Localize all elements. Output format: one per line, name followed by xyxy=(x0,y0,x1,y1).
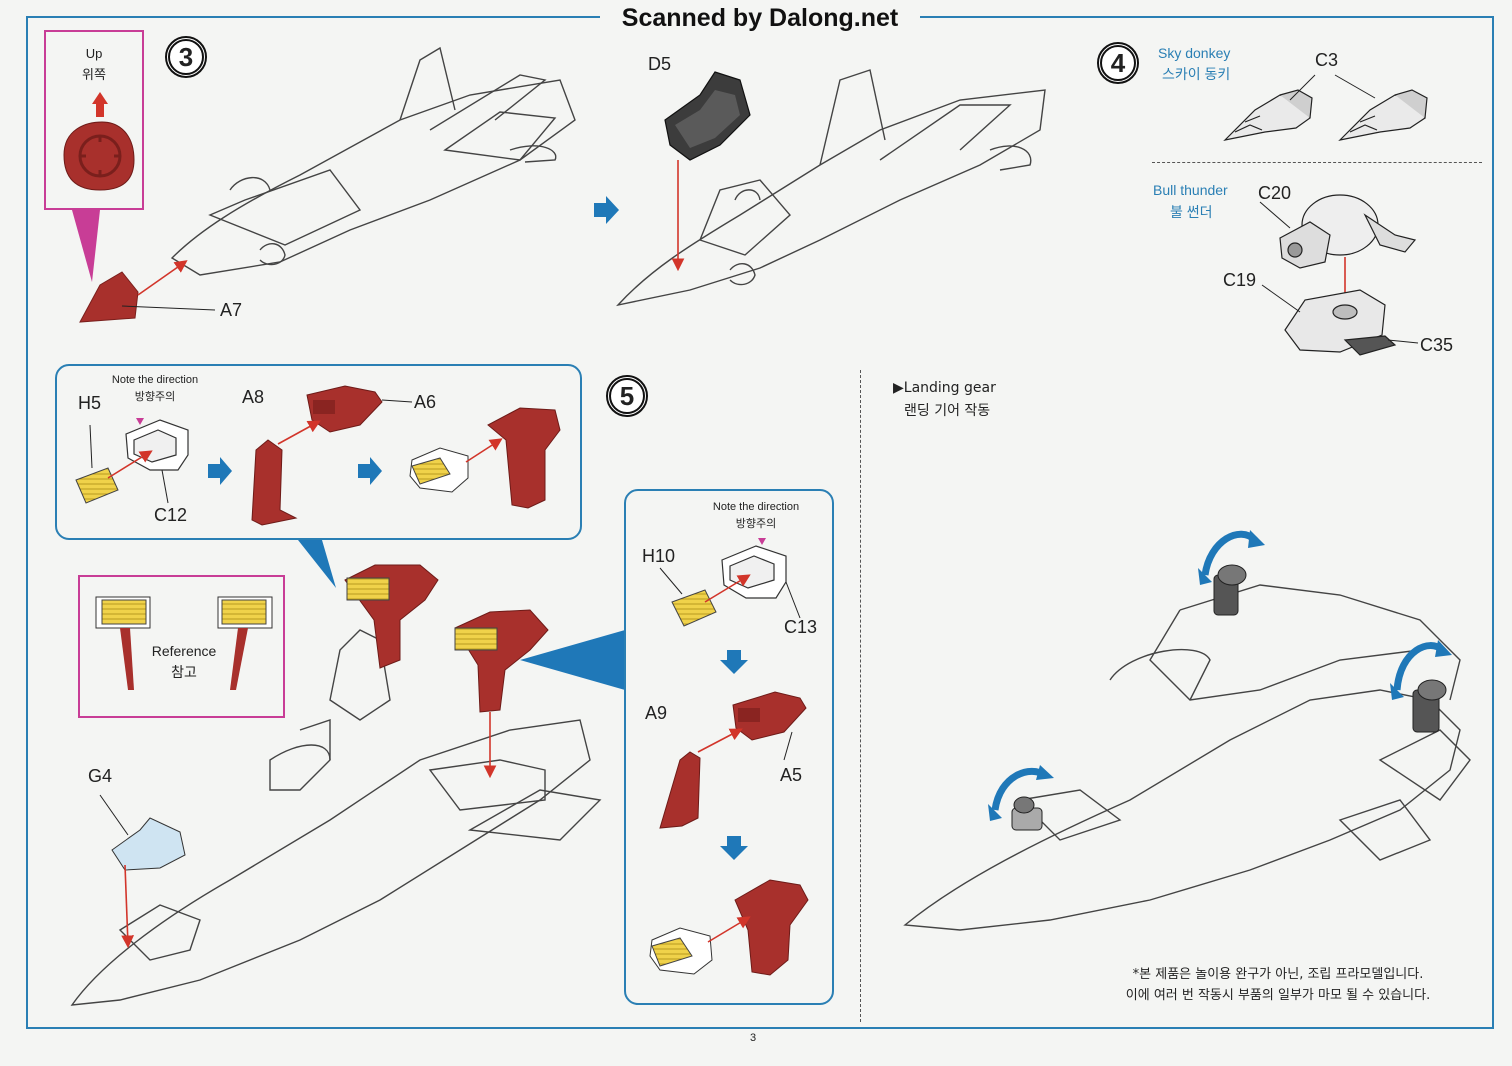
part-a6-housing xyxy=(306,385,383,433)
part-label-a5: A5 xyxy=(780,765,803,785)
jet-outline-step5 xyxy=(70,629,602,1006)
down-arrow-icon-2 xyxy=(720,836,748,860)
reference-label-en: Reference xyxy=(151,643,217,659)
part-label-c19: C19 xyxy=(1223,270,1257,290)
part-g4-canopy xyxy=(111,817,186,871)
landing-gear-title-en: ▶Landing gear xyxy=(893,380,996,396)
part-label-d5: D5 xyxy=(648,54,672,74)
part-label-c13: C13 xyxy=(784,617,818,637)
part-label-h5: H5 xyxy=(78,393,102,413)
disclaimer-line2: 이에 여러 번 작동시 부품의 일부가 마모 될 수 있습니다. xyxy=(1125,988,1431,1003)
part-d5-seat xyxy=(664,71,751,161)
disclaimer-line1: *본 제품은 놀이용 완구가 아닌, 조립 프라모델입니다. xyxy=(1132,967,1424,982)
horizontal-divider xyxy=(1152,162,1482,163)
reference-sensors xyxy=(95,596,273,690)
note2-direction-ko: 방향주의 xyxy=(735,518,777,530)
part-label-a7: A7 xyxy=(220,300,243,320)
part-c3-sky-donkey xyxy=(1223,89,1428,141)
right-arrow-icon-3 xyxy=(358,457,382,485)
note2-direction-en: Note the direction xyxy=(712,501,800,513)
up-label-ko: 위쪽 xyxy=(82,67,106,82)
right-arrow-icon xyxy=(594,196,619,224)
reference-box xyxy=(78,575,285,718)
part-a7-top-view xyxy=(63,121,135,191)
down-arrow-icon xyxy=(720,650,748,674)
page-number: 3 xyxy=(750,1032,757,1044)
part-label-h10: H10 xyxy=(642,546,676,566)
bull-thunder-en: Bull thunder xyxy=(1153,182,1228,198)
sky-donkey-en: Sky donkey xyxy=(1158,45,1231,61)
up-arrow-icon xyxy=(92,92,108,117)
up-direction-box xyxy=(44,30,144,210)
jet-outline-step3a xyxy=(170,46,576,276)
installed-sensor-1 xyxy=(344,564,439,669)
part-label-c12: C12 xyxy=(154,505,188,525)
bull-thunder-ko: 불 썬더 xyxy=(1170,204,1213,220)
right-arrow-icon-2 xyxy=(208,457,232,485)
part-label-a9: A9 xyxy=(645,703,668,723)
step-number-3: 3 xyxy=(165,36,207,78)
callout-pointer-blue-1 xyxy=(298,540,336,588)
subassembly-box-1 xyxy=(55,364,582,540)
assembled-a5-a9 xyxy=(649,879,809,976)
note-direction-ko: 방향주의 xyxy=(134,391,176,403)
part-label-c20: C20 xyxy=(1258,183,1292,203)
vertical-divider xyxy=(860,370,861,1022)
scan-credit: Scanned by Dalong.net xyxy=(600,2,920,34)
part-h5-grille xyxy=(75,467,119,504)
part-c20-bull-thunder xyxy=(1279,194,1417,269)
landing-gear-parts xyxy=(1011,564,1447,831)
part-a7-nosecone xyxy=(79,271,139,323)
part-label-a6: A6 xyxy=(414,392,437,412)
sky-donkey-ko: 스카이 동키 xyxy=(1162,66,1231,82)
jet-outline-landing-gear xyxy=(903,584,1471,931)
part-label-c3: C3 xyxy=(1315,50,1339,70)
step-number-5: 5 xyxy=(606,375,648,417)
callout-pointer-magenta xyxy=(72,210,100,282)
part-a9-pylon xyxy=(659,751,701,829)
jet-outline-step3b xyxy=(616,69,1046,307)
callout-pointer-blue-2 xyxy=(520,630,625,690)
part-a8-pylon xyxy=(251,439,298,526)
part-label-a8: A8 xyxy=(242,387,265,407)
up-label-en: Up xyxy=(85,46,103,61)
reference-label-ko: 참고 xyxy=(171,664,197,680)
step-number-4: 4 xyxy=(1097,42,1139,84)
part-h10-grille xyxy=(671,589,717,627)
subassembly-box-2 xyxy=(624,489,834,1005)
part-c19-c35-base xyxy=(1284,289,1397,356)
part-label-c35: C35 xyxy=(1420,335,1454,355)
assembled-a6-a8 xyxy=(409,407,561,509)
landing-gear-title-ko: 랜딩 기어 작동 xyxy=(904,403,991,419)
installed-sensor-2 xyxy=(454,609,549,713)
part-label-g4: G4 xyxy=(88,766,113,786)
note-direction-en: Note the direction xyxy=(111,374,199,386)
